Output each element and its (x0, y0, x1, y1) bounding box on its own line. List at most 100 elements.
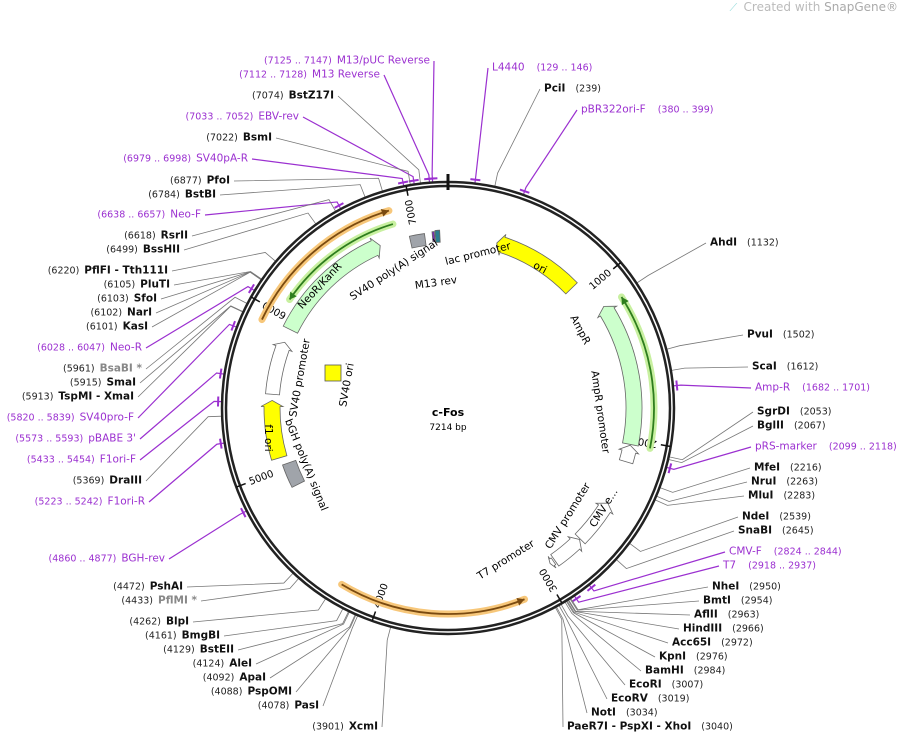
enzyme-site-label[interactable]: KpnI(2976) (659, 651, 728, 664)
site-location: (4078) (257, 700, 290, 712)
feature-m13-rev[interactable] (431, 231, 436, 243)
enzyme-site-label[interactable]: (6101)KasI (86, 321, 148, 334)
enzyme-site-label[interactable]: HindIII(2966) (683, 623, 764, 636)
primer-label[interactable]: (6638 .. 6657)Neo-F (97, 209, 201, 222)
enzyme-site-label[interactable]: PaeR7I - PspXI - XhoI(3040) (567, 721, 733, 734)
enzyme-site-label[interactable]: EcoRI(3007) (629, 679, 703, 692)
enzyme-site-label[interactable]: SgrDI(2053) (757, 406, 831, 419)
primer-label[interactable]: (4860 .. 4877)BGH-rev (49, 553, 165, 566)
enzyme-site-label[interactable]: BamHI(2984) (645, 665, 725, 678)
primer-label[interactable]: L4440(129 .. 146) (492, 62, 592, 75)
enzyme-site-label[interactable]: (4161)BmgBI (145, 630, 220, 643)
enzyme-site-label[interactable]: MluI(2283) (748, 490, 815, 503)
feature-sv40-ori[interactable] (324, 364, 342, 382)
primer-label[interactable]: (7125 .. 7147)M13/pUC Reverse (264, 55, 430, 68)
enzyme-site-label[interactable]: BmtI(2954) (703, 595, 772, 608)
enzyme-site-label[interactable]: ScaI(1612) (752, 361, 818, 374)
leader-line (655, 481, 748, 502)
primer-mark (571, 595, 582, 603)
feature-cmv-e-[interactable] (574, 502, 614, 545)
feature-bgh-poly-a-signal[interactable] (282, 459, 306, 488)
enzyme-site-label[interactable]: (7074)BstZ17I (252, 90, 334, 103)
enzyme-site-label[interactable]: SnaBI(2645) (738, 525, 814, 538)
enzyme-site-label[interactable]: (5369)DraIII (73, 475, 142, 488)
enzyme-site-label[interactable]: PvuI(1502) (747, 329, 815, 342)
enzyme-site-label[interactable]: BglII(2067) (757, 420, 826, 433)
feature-sv40-poly-a-signal[interactable] (408, 233, 427, 249)
primer-label[interactable]: (5433 .. 5454)F1ori-F (27, 454, 136, 467)
enzyme-site-label[interactable]: (4262)BlpI (129, 616, 189, 629)
feature-sv40-promoter[interactable] (265, 341, 294, 396)
enzyme-site-label[interactable]: EcoRV(3019) (611, 693, 689, 706)
primer-label[interactable]: T7(2918 .. 2937) (723, 560, 816, 573)
primer-label[interactable]: (7112 .. 7128)M13 Reverse (239, 69, 380, 82)
feature-lac-promoter[interactable] (434, 229, 441, 243)
enzyme-site-label[interactable]: (5961)BsaBI * (63, 363, 142, 376)
enzyme-site-label[interactable]: (6105)PluTI (104, 279, 170, 292)
primer-label[interactable]: (7033 .. 7052)EBV-rev (186, 111, 300, 124)
primer-label[interactable]: pBR322ori-F(380 .. 399) (581, 104, 713, 117)
enzyme-site-label[interactable]: NdeI(2539) (742, 511, 811, 524)
enzyme-site-label[interactable]: (4433)PflMI * (121, 595, 197, 608)
feature-neor-kanr[interactable] (282, 237, 381, 334)
credit-brand: SnapGene® (824, 0, 898, 14)
primer-label[interactable]: (5573 .. 5593)pBABE 3' (15, 433, 136, 446)
enzyme-site-label[interactable]: (3901)XcmI (312, 721, 378, 734)
enzyme-site-label[interactable]: (6618)RsrII (124, 230, 188, 243)
enzyme-site-label[interactable]: (5913)TspMI - XmaI (22, 391, 134, 404)
feature-ampr[interactable] (596, 305, 643, 447)
site-location: (1502) (782, 329, 815, 341)
primer-label[interactable]: (6979 .. 6998)SV40pA-R (123, 153, 248, 166)
orf-line[interactable] (261, 209, 390, 320)
site-location: (380 .. 399) (657, 104, 714, 116)
site-name: KasI (122, 320, 148, 333)
leader-line (615, 530, 735, 570)
site-location: (5915) (69, 377, 102, 389)
primer-label[interactable]: (5820 .. 5839)SV40pro-F (7, 412, 134, 425)
enzyme-site-label[interactable]: (4092)ApaI (203, 672, 266, 685)
enzyme-site-label[interactable]: PciI(239) (544, 83, 601, 96)
enzyme-site-label[interactable]: AflII(2963) (694, 609, 759, 622)
site-location: (2984) (693, 665, 726, 677)
enzyme-site-label[interactable]: (6102)NarI (90, 307, 152, 320)
orf-line[interactable] (288, 223, 394, 301)
site-name: Neo-R (109, 341, 142, 354)
feature-ampr-promoter[interactable] (617, 444, 640, 465)
primer-label[interactable]: pRS-marker(2099 .. 2118) (755, 441, 897, 454)
enzyme-site-label[interactable]: (4472)PshAI (113, 581, 183, 594)
primer-label[interactable]: CMV-F(2824 .. 2844) (729, 546, 842, 559)
feature-t7-promoter[interactable] (547, 556, 557, 569)
feature-cmv-promoter[interactable] (550, 535, 583, 567)
enzyme-site-label[interactable]: (6877)PfoI (170, 175, 230, 188)
feature-f1-ori[interactable] (260, 399, 288, 461)
enzyme-site-label[interactable]: NotI(3034) (591, 707, 658, 720)
primer-label[interactable]: (6028 .. 6047)Neo-R (37, 342, 142, 355)
primer-label[interactable]: (5223 .. 5242)F1ori-R (35, 496, 145, 509)
enzyme-site-label[interactable]: (4129)BstEII (163, 644, 234, 657)
site-name: Amp-R (755, 381, 791, 394)
enzyme-site-label[interactable]: (7022)BsmI (206, 132, 272, 145)
enzyme-site-label[interactable]: AhdI(1132) (710, 237, 779, 250)
feature-ori[interactable] (496, 234, 578, 295)
site-name: F1ori-R (107, 495, 145, 508)
enzyme-site-label[interactable]: (6784)BstBI (148, 189, 216, 202)
enzyme-site-label[interactable]: (6103)SfoI (97, 293, 157, 306)
enzyme-site-label[interactable]: (6220)PflFI - Tth111I (48, 265, 168, 278)
enzyme-site-label[interactable]: (4124)AleI (193, 658, 252, 671)
enzyme-site-label[interactable]: (4078)PasI (258, 700, 319, 713)
primer-label[interactable]: Amp-R(1682 .. 1701) (755, 382, 870, 395)
site-location: (2216) (790, 462, 822, 474)
orf-line[interactable] (620, 296, 655, 449)
leader-line (137, 305, 244, 398)
enzyme-site-label[interactable]: (6499)BssHII (106, 244, 180, 257)
orf-line[interactable] (341, 583, 525, 615)
enzyme-site-label[interactable]: Acc65I(2972) (672, 637, 753, 650)
leader-line (573, 565, 720, 603)
enzyme-site-label[interactable]: NheI(2950) (712, 581, 781, 594)
enzyme-site-label[interactable]: MfeI(2216) (754, 462, 822, 475)
enzyme-site-label[interactable]: NruI(2263) (751, 476, 818, 489)
enzyme-site-label[interactable]: (5915)SmaI (70, 377, 136, 390)
site-location: (4860 .. 4877) (48, 553, 117, 565)
enzyme-site-label[interactable]: (4088)PspOMI (211, 686, 292, 699)
